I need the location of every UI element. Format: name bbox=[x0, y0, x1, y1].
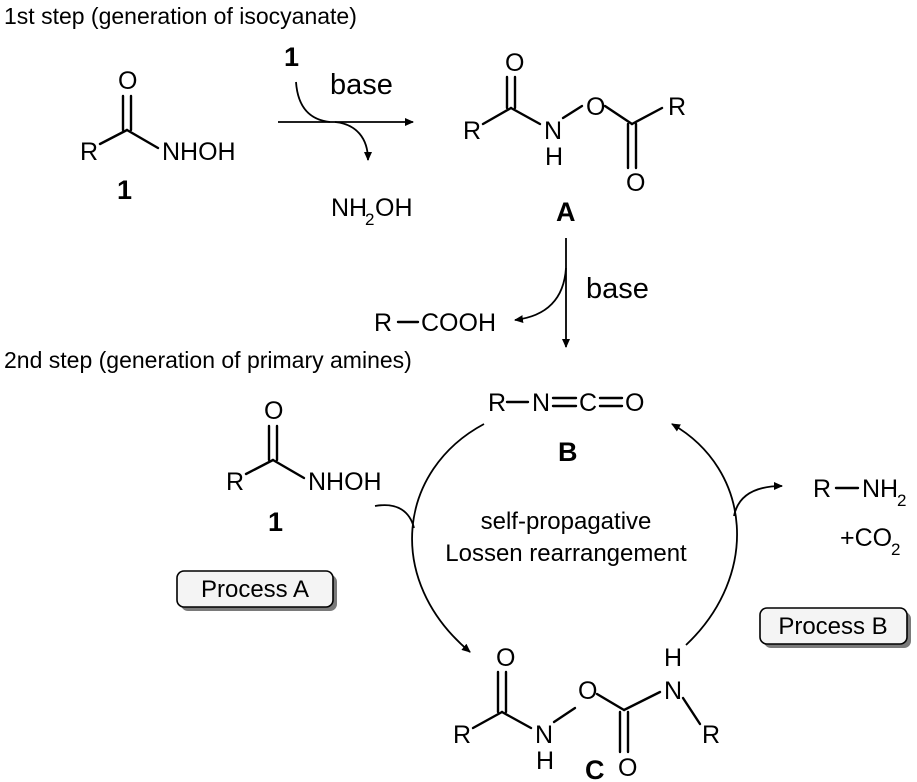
r-group: R bbox=[668, 93, 686, 121]
process-a-label: Process A bbox=[201, 576, 309, 603]
carbon: C bbox=[579, 389, 597, 417]
oxygen: O bbox=[496, 644, 515, 672]
oxygen: O bbox=[625, 389, 644, 417]
nh2oh-nh: NH bbox=[331, 194, 367, 222]
process-a-box: Process A bbox=[176, 570, 337, 611]
curved-arrow-in bbox=[295, 81, 331, 123]
oxygen: O bbox=[505, 49, 524, 77]
oxygen: O bbox=[578, 677, 597, 705]
r-group: R bbox=[813, 475, 831, 503]
nitrogen: N bbox=[544, 117, 562, 145]
nitrogen: N bbox=[532, 389, 550, 417]
hydroxylamine-byproduct: NH 2 OH bbox=[331, 194, 413, 229]
bond bbox=[681, 696, 702, 726]
step1-heading: 1st step (generation of isocyanate) bbox=[4, 3, 357, 29]
nhoh-group: NHOH bbox=[308, 468, 382, 496]
co2-text: +CO bbox=[840, 524, 892, 552]
nh2oh-oh: OH bbox=[375, 194, 413, 222]
cycle-label-line2: Lossen rearrangement bbox=[445, 540, 687, 567]
nhoh-group: NHOH bbox=[162, 138, 236, 166]
bond bbox=[244, 458, 275, 476]
nitrogen: N bbox=[535, 721, 553, 749]
r-group: R bbox=[488, 389, 506, 417]
intermediate-C: O R N H O O H N R C bbox=[453, 644, 720, 782]
curved-arrow-acid bbox=[514, 267, 567, 324]
nh2-nh: NH bbox=[862, 475, 898, 503]
reagent-1-label: 1 bbox=[284, 42, 299, 72]
r-group: R bbox=[226, 468, 244, 496]
step2-heading: 2nd step (generation of primary amines) bbox=[4, 347, 412, 373]
compound-label-C: C bbox=[585, 755, 605, 782]
bond bbox=[603, 104, 634, 126]
bond bbox=[509, 106, 542, 126]
compound-label-1: 1 bbox=[117, 175, 132, 205]
bond bbox=[481, 106, 513, 126]
r-group: R bbox=[702, 721, 720, 749]
oxygen: O bbox=[618, 754, 637, 782]
bond bbox=[622, 690, 662, 712]
nh2-subscript: 2 bbox=[897, 491, 906, 510]
bond bbox=[98, 128, 129, 146]
cycle-label-line1: self-propagative bbox=[481, 508, 652, 535]
hydrogen: H bbox=[664, 644, 682, 672]
bond bbox=[630, 106, 664, 126]
nitrogen: N bbox=[664, 677, 682, 705]
base-label-2: base bbox=[586, 273, 649, 305]
process-b-label: Process B bbox=[778, 613, 887, 640]
compound-label-B: B bbox=[558, 437, 578, 467]
cycle-arc-left bbox=[411, 423, 485, 653]
hydrogen: H bbox=[536, 747, 554, 775]
co2-subscript: 2 bbox=[891, 540, 900, 559]
bond bbox=[552, 706, 577, 724]
process-b-box: Process B bbox=[759, 607, 911, 648]
cycle-exit-arrow bbox=[733, 482, 783, 517]
bond bbox=[500, 710, 533, 730]
cycle-entry-arrow bbox=[374, 504, 415, 529]
carbonyl-oxygen: O bbox=[118, 67, 137, 95]
cycle-arc-right bbox=[671, 423, 738, 646]
carbonyl-oxygen: O bbox=[264, 397, 283, 425]
nh2oh-subscript: 2 bbox=[365, 210, 374, 229]
curved-arrow-out bbox=[334, 121, 372, 161]
bond bbox=[471, 710, 504, 730]
bond bbox=[595, 692, 626, 712]
hydrogen: H bbox=[545, 143, 563, 171]
compound-label-1-cycle: 1 bbox=[268, 507, 283, 537]
carboxylic-acid-byproduct: R COOH bbox=[374, 309, 496, 337]
r-group: R bbox=[453, 721, 471, 749]
bond bbox=[271, 458, 306, 480]
hydroxamic-acid-1-top: O R NHOH 1 bbox=[80, 67, 236, 205]
bond bbox=[125, 128, 160, 150]
oxygen: O bbox=[626, 169, 645, 197]
oxygen: O bbox=[586, 93, 605, 121]
r-group: R bbox=[374, 309, 392, 337]
isocyanate-B: R N C O B bbox=[488, 389, 644, 467]
bond bbox=[561, 104, 584, 120]
intermediate-A: O R N H O O R A bbox=[463, 49, 686, 227]
cooh-group: COOH bbox=[421, 309, 496, 337]
hydroxamic-acid-1-cycle: O R NHOH 1 bbox=[226, 397, 382, 537]
compound-label-A: A bbox=[556, 197, 576, 227]
amine-product: R NH 2 +CO 2 bbox=[813, 475, 906, 559]
r-group: R bbox=[463, 117, 481, 145]
r-group: R bbox=[80, 138, 98, 166]
base-label: base bbox=[330, 69, 393, 101]
